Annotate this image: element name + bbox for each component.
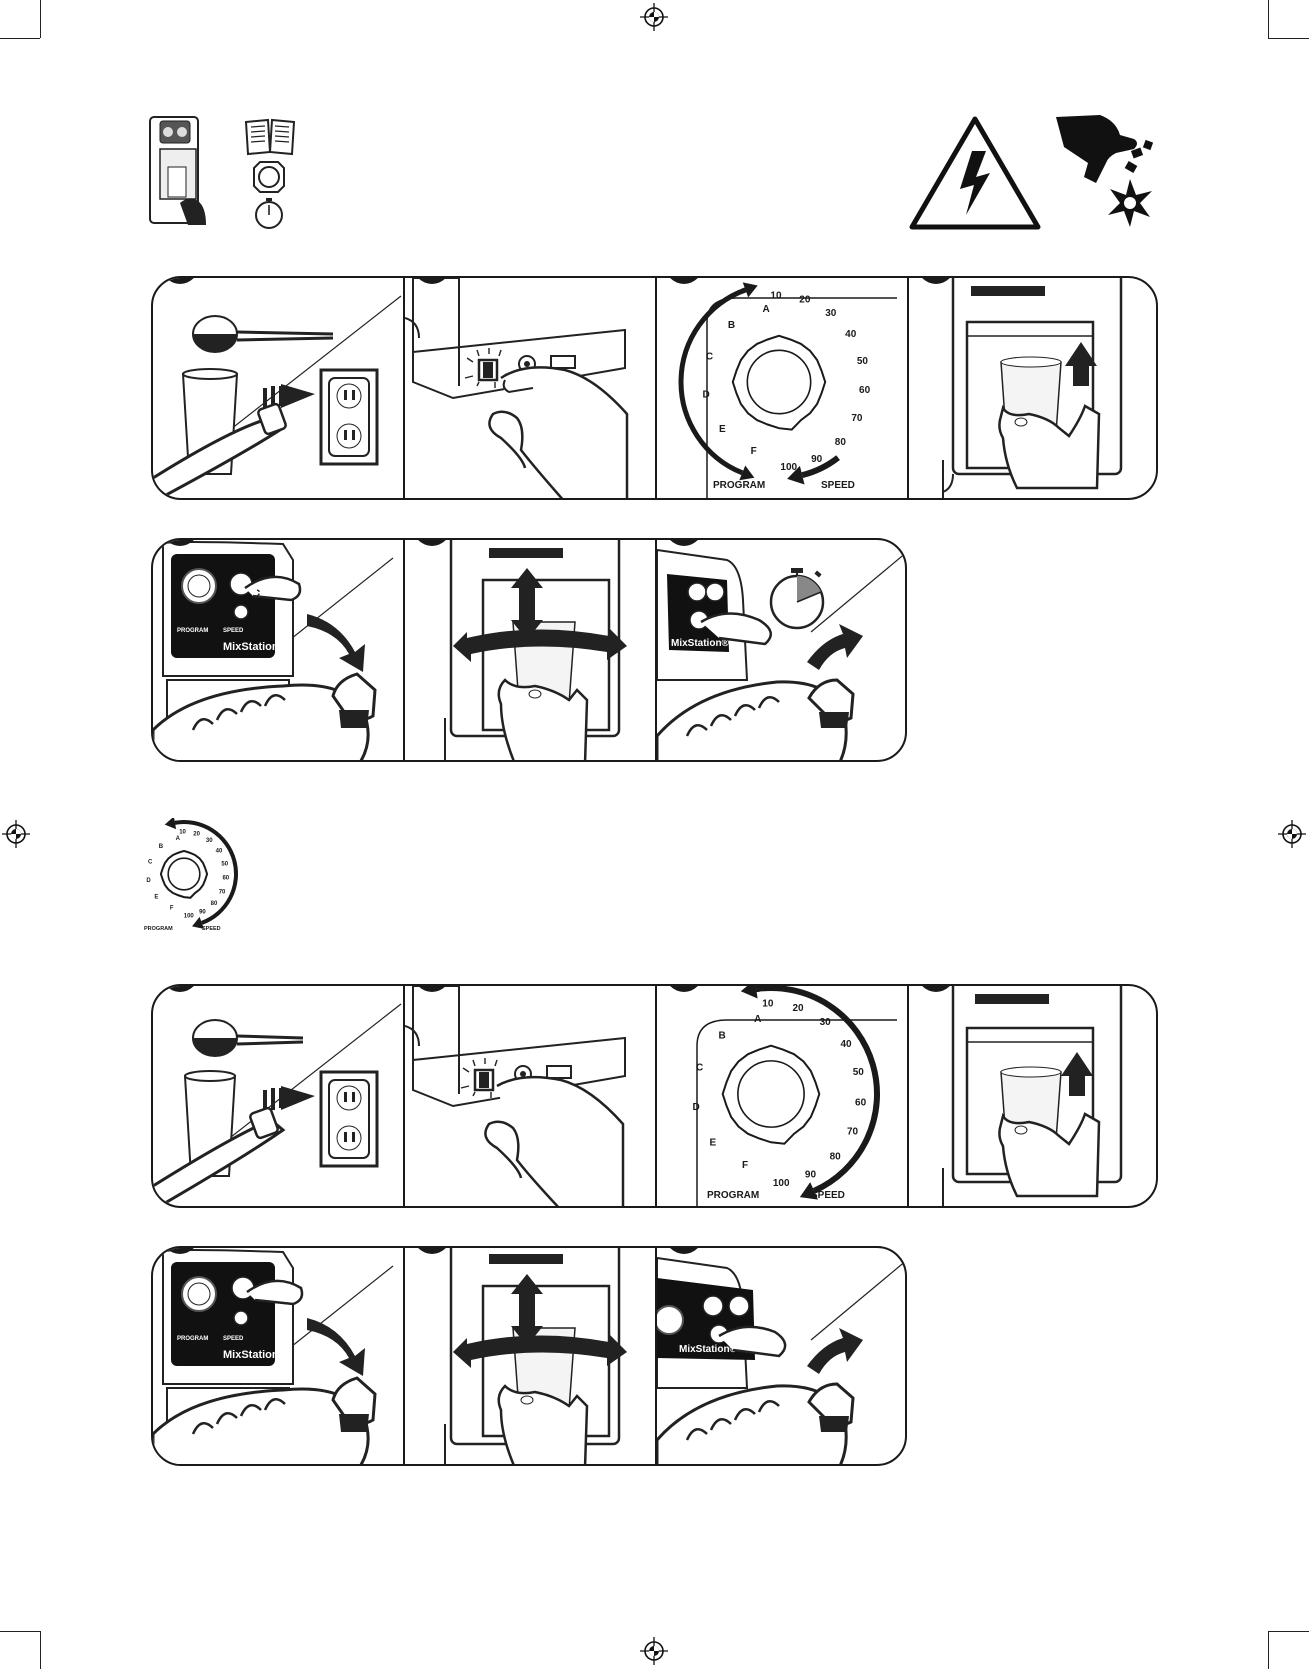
speed-number: 50 — [857, 356, 869, 367]
arrow-head-icon — [741, 986, 758, 999]
program-letter: C — [696, 1063, 703, 1074]
speed-number: 80 — [835, 437, 847, 448]
step-panel-knob-foot-pedal: PROGRAM SPEED MixStation® — [153, 540, 405, 760]
program-letter: A — [763, 304, 770, 315]
registration-mark-icon — [1278, 820, 1306, 848]
blade-hazard-icon — [1054, 113, 1159, 228]
crop-mark — [40, 0, 41, 38]
registration-mark-icon — [640, 3, 668, 31]
speed-number: 40 — [840, 1039, 852, 1050]
speed-number: 80 — [830, 1152, 842, 1163]
program-letter: D — [146, 878, 151, 884]
speed-number: 30 — [820, 1017, 832, 1028]
brand-label: MixStation® — [223, 641, 287, 653]
program-letter: C — [148, 859, 153, 865]
speed-label: SPEED — [821, 480, 855, 491]
speed-number: 10 — [762, 999, 774, 1010]
crop-mark — [0, 1631, 40, 1632]
step-panel-adjust-cup — [405, 1248, 657, 1464]
svg-text:PROGRAM: PROGRAM — [177, 1336, 208, 1342]
step-panel-adjust-cup — [405, 540, 657, 760]
speed-number: 50 — [853, 1067, 865, 1078]
step-panel-release-pedal: MixStation® — [657, 1248, 907, 1464]
brand-label: MixStation® — [671, 638, 730, 649]
step-panel-timer-release: MixStation® — [657, 540, 907, 760]
step-strip-2: PROGRAM SPEED MixStation® — [151, 538, 907, 762]
step-panel-plug-in — [153, 278, 405, 498]
speed-label: SPEED — [202, 926, 221, 932]
crop-mark — [1268, 0, 1269, 38]
speed-number: 90 — [805, 1170, 817, 1181]
crop-mark — [0, 38, 40, 39]
speed-number: 70 — [219, 889, 226, 895]
speed-number: 10 — [179, 830, 186, 836]
svg-text:PROGRAM: PROGRAM — [177, 628, 208, 634]
rotation-arrow — [742, 290, 745, 291]
program-letter: C — [706, 351, 713, 362]
registration-mark-icon — [640, 1637, 668, 1665]
speed-number: 60 — [855, 1097, 867, 1108]
program-letter: B — [159, 844, 164, 850]
program-letter: A — [176, 836, 181, 842]
speed-number: 10 — [770, 291, 782, 302]
brand-label: MixStation® — [223, 1349, 287, 1361]
blender-machine-icon — [146, 113, 216, 228]
step-panel-raise-cup — [909, 986, 1158, 1206]
speed-number: 90 — [199, 909, 206, 915]
manual-book-icon — [244, 118, 296, 156]
svg-text:SPEED: SPEED — [223, 628, 244, 634]
svg-text:SPEED: SPEED — [223, 1336, 244, 1342]
registration-mark-icon — [2, 820, 30, 848]
program-letter: E — [154, 895, 158, 901]
program-letter: A — [754, 1014, 761, 1025]
speed-number: 60 — [859, 385, 871, 396]
crop-mark — [1268, 1631, 1309, 1632]
speed-number: 70 — [851, 413, 863, 424]
speed-number: 50 — [221, 861, 228, 867]
step-panel-plug-in — [153, 986, 405, 1206]
timer-icon — [252, 196, 286, 230]
program-letter: E — [719, 424, 726, 435]
speed-number: 100 — [184, 913, 195, 919]
electric-shock-warning-icon — [908, 115, 1042, 231]
speed-number: 70 — [847, 1127, 859, 1138]
step-panel-power-switch — [405, 986, 657, 1206]
speed-number: 20 — [193, 832, 200, 838]
speed-number: 40 — [216, 848, 223, 854]
speed-number: 100 — [773, 1178, 790, 1189]
program-letter: E — [709, 1137, 716, 1148]
program-letter: B — [728, 320, 735, 331]
speed-number: 30 — [825, 308, 837, 319]
program-label: PROGRAM — [713, 480, 765, 491]
program-letter: F — [751, 446, 757, 457]
speed-number: 90 — [811, 454, 823, 465]
program-letter: F — [742, 1160, 748, 1171]
program-letter: D — [703, 389, 710, 400]
step-panel-knob-foot-pedal: PROGRAM SPEED MixStation® — [153, 1248, 405, 1464]
step-panel-raise-cup — [909, 278, 1158, 498]
program-label: PROGRAM — [144, 926, 173, 932]
speed-number: 20 — [793, 1003, 805, 1014]
speed-number: 20 — [799, 295, 811, 306]
program-letter: D — [693, 1102, 700, 1113]
crop-mark — [1268, 38, 1309, 39]
crop-mark — [1268, 1631, 1269, 1669]
crop-mark — [40, 1631, 41, 1669]
program-letter: F — [170, 905, 174, 911]
lid-icon — [250, 160, 288, 194]
speed-number: 60 — [222, 876, 229, 882]
step-panel-power-switch — [405, 278, 657, 498]
program-letter: B — [719, 1030, 726, 1041]
arrow-head-icon — [165, 818, 176, 829]
speed-number: 80 — [211, 901, 218, 907]
program-label: PROGRAM — [707, 1190, 759, 1201]
speed-number: 30 — [206, 838, 213, 844]
step-strip-4: PROGRAM SPEED MixStation® — [151, 1246, 907, 1466]
speed-number: 40 — [845, 329, 857, 340]
